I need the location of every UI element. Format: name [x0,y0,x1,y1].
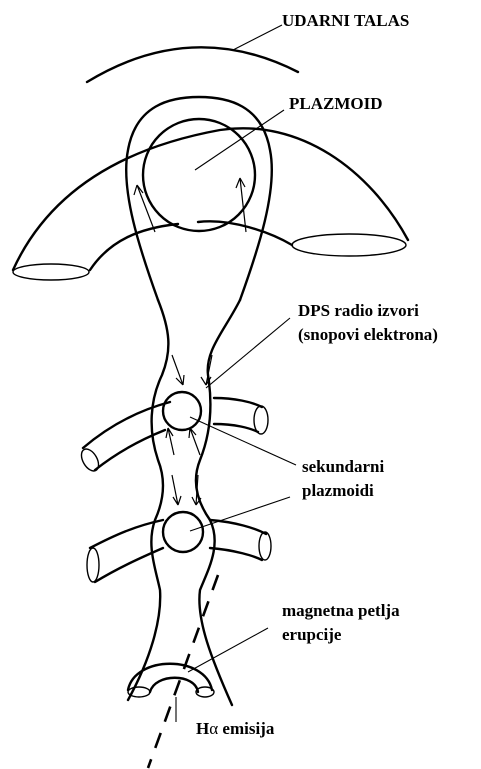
plasmoid-label: PLAZMOID [289,93,383,114]
dps-label-line1: DPS radio izvori [298,300,419,321]
arrow-neck-4 [189,428,200,455]
plasmoid-circle [143,119,255,231]
halpha-symbol: α [209,719,218,738]
lower-secondary-tube-end-right [259,532,271,560]
arrow-neck-3 [166,428,174,455]
loop-label-line1: magnetna petlja [282,600,400,621]
upper-secondary-tube-top [83,398,262,448]
outer-flux-tube-top [13,128,408,270]
lower-secondary-tube-top [90,520,266,548]
loop-leader [188,628,268,672]
flux-tube-end-left [13,264,89,280]
halpha-suffix: emisija [218,719,274,738]
arrow-neck-1 [172,355,184,385]
dps-label-line2: (snopovi elektrona) [298,324,438,345]
flux-tube-end-right [292,234,406,256]
secondary-label-line1: sekundarni [302,456,384,477]
lower-secondary-plasmoid [163,512,203,552]
halpha-label: Hα emisija [196,718,274,739]
neck-right [196,300,240,705]
upper-secondary-tube-end-left [78,446,102,474]
eruption-loop-inner [150,678,198,692]
neck-left [128,300,168,700]
arrow-neck-2 [201,355,212,385]
loop-label-line2: erupcije [282,624,341,645]
upper-secondary-tube-bottom [95,424,258,470]
shock-wave-label: UDARNI TALAS [282,10,409,31]
upper-secondary-plasmoid [163,392,201,430]
lower-secondary-tube-end-left [87,548,99,582]
secondary-label-line2: plazmoidi [302,480,374,501]
shock-wave-leader [233,25,282,50]
dps-leader [206,318,290,388]
arrow-neck-5 [172,475,181,505]
upper-secondary-tube-end-right [254,406,268,434]
lower-secondary-tube-bottom [95,548,262,582]
halpha-prefix: H [196,719,209,738]
shock-wave-arc [87,47,298,82]
dashed-line-of-sight [148,575,218,768]
